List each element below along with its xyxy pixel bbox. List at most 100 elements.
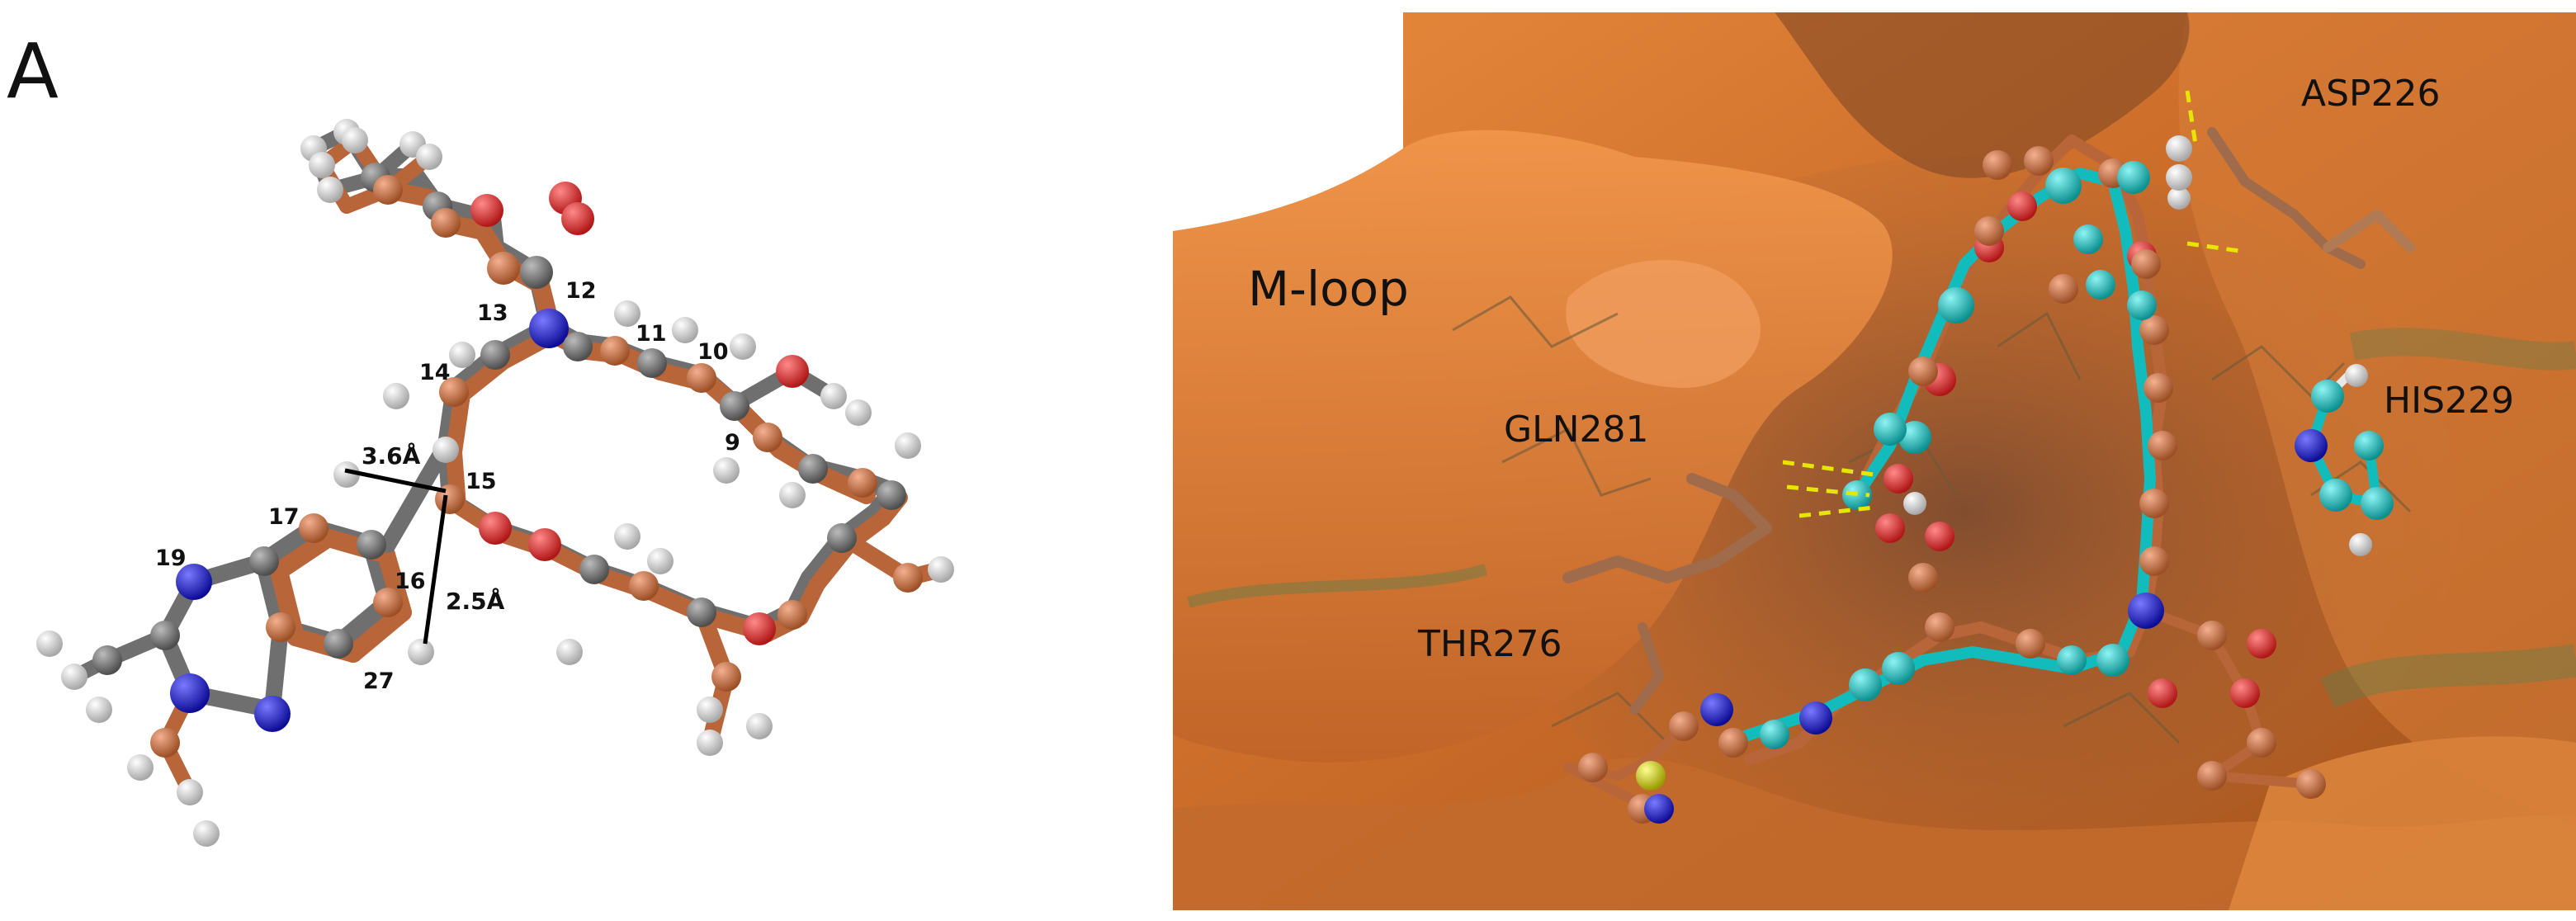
atom-a [579,555,609,584]
atom-a [720,391,749,421]
atom-number-17: 17 [268,504,300,530]
gln281-stick-bond [1661,555,1723,583]
atom-a [827,523,857,553]
atom-a [711,662,741,692]
atom-a [373,588,403,617]
ligand-tail-bond [2207,771,2316,789]
gln281-stick-bond [1711,522,1772,567]
atom-b [2166,135,2192,162]
ligand-cyan-bond [1917,646,1978,666]
atom-a [150,621,180,650]
atom-a [470,194,503,227]
protein-surface [1173,12,2576,910]
asp226-stick-bond [2290,210,2333,253]
atom-b [2319,479,2352,512]
atom-b [2349,533,2372,556]
atom-a [408,639,434,665]
atom-a [193,820,220,847]
m-loop-label: M-loop [1248,261,1409,317]
atom-a [177,779,203,805]
atom-b [2197,621,2227,650]
atom-b [1849,668,1882,701]
thr276-stick-bond [1638,622,1664,682]
atom-number-12: 12 [565,278,597,304]
atom-b [2127,290,2157,320]
atom-a [309,152,335,178]
atom-b [1636,761,1666,791]
atom-a [743,612,776,645]
atom-b [2345,364,2368,387]
atom-b [2139,489,2169,518]
his229-side-bond [2323,210,2382,253]
atom-b [2117,161,2150,194]
atom-a [637,348,667,378]
atom-a [487,252,520,285]
atom-a [480,340,510,370]
atom-a [713,457,740,484]
atom-b [1925,612,1954,642]
atom-b [1908,357,1938,386]
atom-a [416,144,442,170]
atom-b [2148,678,2177,708]
atom-b [2131,249,2161,279]
panel-b: B [1173,12,2576,910]
atom-b [2045,168,2082,204]
atom-a [254,696,291,732]
atom-b [2148,431,2177,460]
atom-b [2311,380,2344,413]
atom-a [357,530,386,560]
atom-b [2016,629,2045,659]
atom-a [672,317,698,343]
atom-number-13: 13 [477,300,508,326]
atom-a [647,548,674,574]
atom-a [687,597,716,627]
asp226-stick-bond [2207,127,2250,187]
panel-a-letter: A [7,27,59,116]
atom-b [2128,593,2164,629]
ligand-cyan-bond [1967,646,2028,666]
atom-a [848,468,877,498]
ligand-cyan-bond [2107,176,2131,237]
atom-a [776,355,809,388]
residue-gln281: GLN281 [1504,409,1649,451]
atom-a [324,629,353,659]
atom-a [449,342,475,368]
gln281-stick-bond [1728,489,1772,534]
atom-b [2049,274,2078,304]
atom-a [928,556,954,583]
atom-b [1874,413,1907,446]
atom-b [1718,728,1748,758]
atom-a [479,512,512,545]
atom-a [266,612,295,642]
panel-b-ligands [1562,127,2415,824]
panel-a-atom-numbers: 9 10 11 12 13 14 15 16 17 19 27 [155,278,740,694]
atom-a [373,175,403,205]
atom-b [2247,629,2276,659]
gln281-stick-bond [1686,473,1739,501]
panel-a: A 9 10 11 12 13 14 15 16 17 19 27 3.6Å 2… [7,27,954,847]
thr276-stick-bond [1629,672,1664,715]
atom-b [2144,373,2173,403]
atom-number-9: 9 [725,430,740,456]
atom-b [2139,546,2169,576]
atom-number-10: 10 [697,339,729,365]
ligand-orange-bond [1744,737,1805,765]
atom-b [2096,644,2129,677]
benzene-bond [270,529,338,580]
asp226-stick-bond [2323,243,2366,269]
atom-b [2354,431,2384,460]
atom-a [697,730,723,756]
atom-a [439,377,469,407]
atom-b [1578,753,1608,782]
atom-a [176,564,212,600]
atom-a [528,528,561,561]
residue-his229: HIS229 [2384,380,2514,422]
atom-b [2007,191,2037,221]
atom-b [2295,429,2328,462]
atom-a [563,332,593,361]
panel-a-distance-lines [344,468,448,645]
atom-b [2197,761,2227,791]
atom-a [895,432,921,459]
atom-b [1700,693,1733,726]
